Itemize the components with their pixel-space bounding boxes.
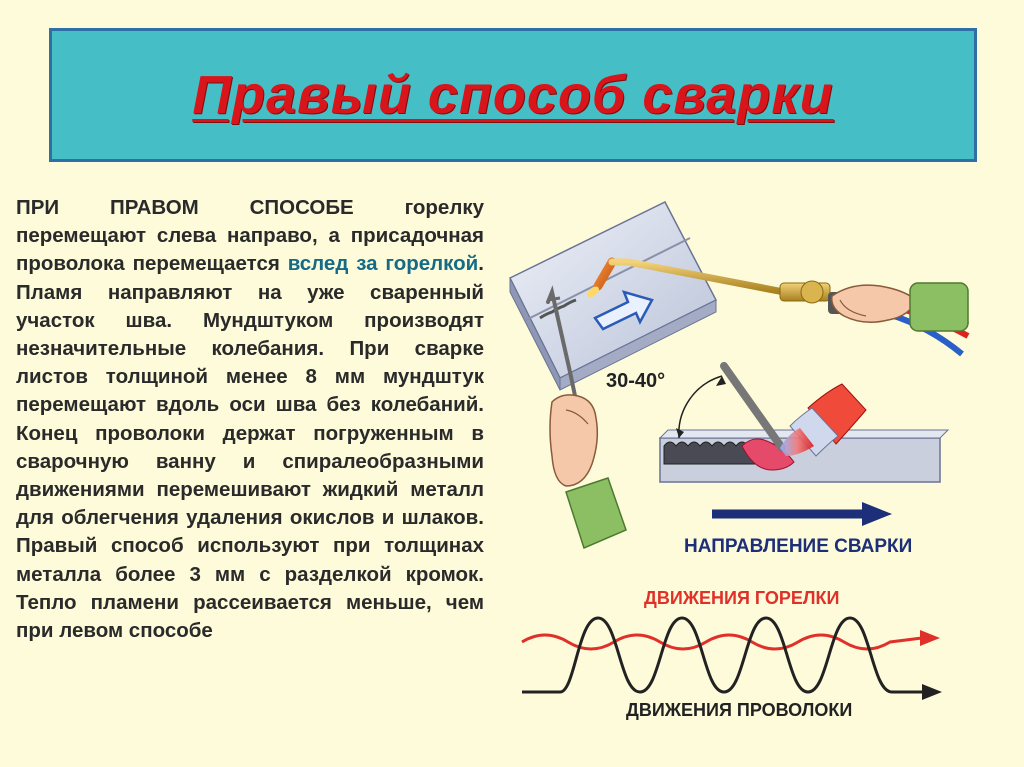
page-title: Правый способ сварки (192, 65, 834, 125)
right-hand-icon (831, 282, 969, 332)
welding-direction-label: НАПРАВЛЕНИЕ СВАРКИ (684, 536, 913, 557)
weld-cross-section (658, 362, 950, 483)
description-part-1: ПРИ ПРАВОМ СПОСОБЕ горелку перемещают сл… (16, 196, 484, 276)
title-banner: Правый способ сварки (49, 28, 977, 162)
wire-motion-label: ДВИЖЕНИЯ ПРОВОЛОКИ (626, 700, 853, 720)
wire-motion-wave (522, 616, 942, 700)
description-paragraph: ПРИ ПРАВОМ СПОСОБЕ горелку перемещают сл… (16, 194, 484, 645)
left-hand-icon (549, 394, 627, 550)
welding-direction-arrow-icon (712, 502, 892, 526)
angle-label: 30-40° (606, 370, 666, 392)
description-highlight: вслед за горелкой (287, 252, 479, 276)
filler-wire-icon (546, 285, 580, 412)
plate-direction-arrow-icon (593, 290, 654, 331)
metal-plate-top (508, 201, 718, 391)
torch-motion-label: ДВИЖЕНИЯ ГОРЕЛКИ (644, 588, 840, 608)
description-part-2: . Пламя направляют на уже сваренный учас… (16, 252, 484, 643)
